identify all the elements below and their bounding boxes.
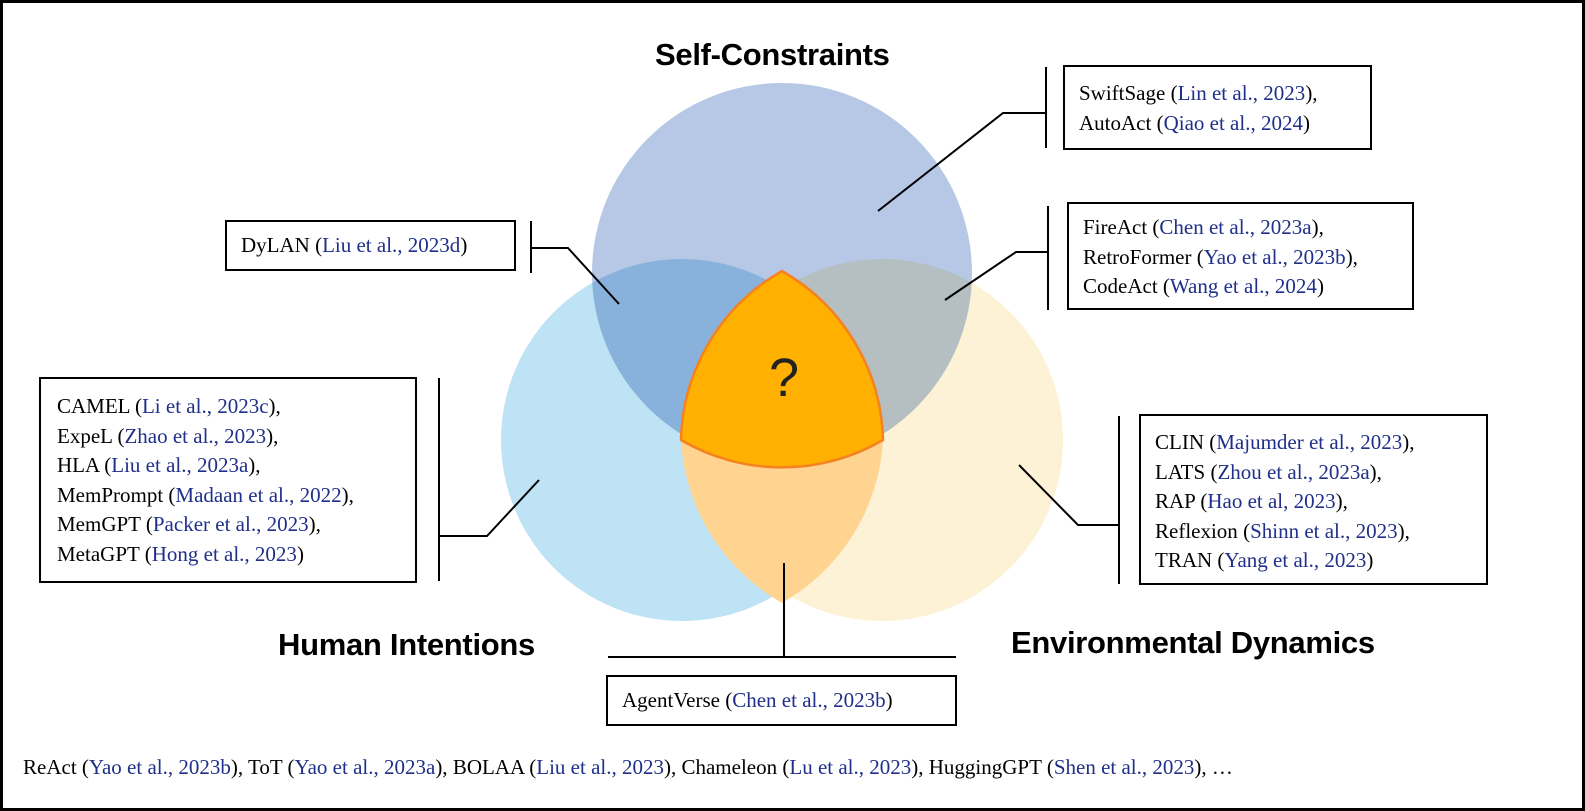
method-name: RetroFormer (1083, 244, 1192, 269)
connector-dylan (531, 247, 620, 305)
reference-entry: MetaGPT (Hong et al., 2023) (57, 541, 304, 566)
reference-entry: HuggingGPT (Shen et al., 2023), (928, 755, 1212, 779)
citation-link: Yao et al., 2023b (1203, 244, 1346, 269)
method-name: HuggingGPT (928, 755, 1042, 779)
reference-entry: FireAct (Chen et al., 2023a), (1083, 215, 1324, 239)
reference-entry: TRAN (Yang et al., 2023) (1155, 548, 1374, 572)
citation-link: Lin et al., 2023 (1177, 81, 1306, 105)
human-env-overlap-region (681, 440, 883, 603)
citation-link: Liu et al., 2023a (111, 453, 249, 477)
citation-link: Zhao et al., 2023 (124, 423, 267, 448)
footer-ellipsis: … (1211, 755, 1233, 779)
reference-entry: ExpeL (Zhao et al., 2023), (57, 423, 279, 448)
reference-entry: LATS (Zhou et al., 2023a), (1155, 459, 1382, 484)
refbox-dylan: DyLAN (Liu et al., 2023d) (225, 220, 516, 271)
citation-link: Madaan et al., 2022 (175, 482, 342, 507)
citation-link: Yao et al., 2023a (294, 755, 436, 779)
method-name: BOLAA (452, 755, 524, 779)
refbox-agentverse: AgentVerse (Chen et al., 2023b) (606, 675, 957, 726)
method-name: AutoAct (1079, 110, 1152, 135)
reference-entry: CLIN (Majumder et al., 2023), (1155, 430, 1415, 454)
reference-entry: AutoAct (Qiao et al., 2024) (1079, 110, 1310, 135)
heading-self-constraints: Self-Constraints (655, 37, 890, 72)
citation-link: Zhou et al., 2023a (1217, 459, 1370, 484)
method-name: MemGPT (57, 512, 141, 536)
heading-environmental-dynamics: Environmental Dynamics (1011, 625, 1375, 660)
method-name: ExpeL (57, 423, 113, 448)
connector-clin (1018, 464, 1119, 526)
method-name: DyLAN (241, 233, 310, 257)
refbox-swiftsage: SwiftSage (Lin et al., 2023), AutoAct (Qi… (1063, 65, 1372, 150)
reference-entry: SwiftSage (Lin et al., 2023), (1079, 81, 1318, 105)
citation-link: Lu et al., 2023 (789, 755, 912, 779)
citation-link: Hong et al., 2023 (151, 541, 297, 566)
reference-entry: HLA (Liu et al., 2023a), (57, 453, 261, 477)
reference-entry: DyLAN (Liu et al., 2023d) (241, 233, 468, 257)
reference-entry: MemPrompt (Madaan et al., 2022), (57, 482, 354, 507)
reference-entry: CAMEL (Li et al., 2023c), (57, 394, 281, 418)
citation-link: Hao et al, 2023 (1207, 489, 1336, 513)
venn-diagram (438, 67, 1120, 658)
method-name: ReAct (23, 755, 77, 779)
method-name: CodeAct (1083, 274, 1158, 298)
reference-entry: RAP (Hao et al, 2023), (1155, 489, 1348, 513)
center-intersection-region (679, 269, 885, 469)
refbox-camel: CAMEL (Li et al., 2023c), ExpeL (Zhao et … (39, 377, 417, 583)
center-question-mark: ? (768, 348, 800, 408)
method-name: HLA (57, 453, 99, 477)
citation-link: Qiao et al., 2024 (1163, 110, 1303, 135)
method-name: MetaGPT (57, 541, 140, 566)
method-name: FireAct (1083, 215, 1148, 239)
heading-human-intentions: Human Intentions (278, 627, 535, 662)
reference-entry: Chameleon (Lu et al., 2023), (681, 755, 929, 779)
refbox-clin: CLIN (Majumder et al., 2023), LATS (Zhou … (1139, 414, 1488, 585)
citation-link: Wang et al., 2024 (1169, 274, 1317, 298)
method-name: SwiftSage (1079, 81, 1166, 105)
method-name: CAMEL (57, 394, 130, 418)
method-name: CLIN (1155, 430, 1204, 454)
reference-entry: CodeAct (Wang et al., 2024) (1083, 274, 1324, 298)
citation-link: Yang et al., 2023 (1224, 548, 1367, 572)
citation-link: Chen et al., 2023b (732, 688, 886, 712)
method-name: RAP (1155, 489, 1196, 513)
citation-link: Liu et al., 2023d (322, 233, 461, 257)
method-name: Chameleon (681, 755, 778, 779)
refbox-fireact: FireAct (Chen et al., 2023a), RetroFormer… (1067, 202, 1414, 310)
reference-entry: RetroFormer (Yao et al., 2023b), (1083, 244, 1358, 269)
method-name: TRAN (1155, 548, 1213, 572)
method-name: LATS (1155, 459, 1206, 484)
method-name: MemPrompt (57, 482, 164, 507)
method-name: ToT (247, 755, 283, 779)
citation-link: Liu et al., 2023 (536, 755, 664, 779)
connector-camel (439, 479, 540, 537)
method-name: AgentVerse (622, 688, 720, 712)
citation-link: Chen et al., 2023a (1159, 215, 1312, 239)
citation-link: Packer et al., 2023 (152, 512, 309, 536)
footer-related-works: ReAct (Yao et al., 2023b), ToT (Yao et a… (23, 755, 1233, 780)
reference-entry: BOLAA (Liu et al., 2023), (452, 755, 682, 779)
reference-entry: AgentVerse (Chen et al., 2023b) (622, 688, 893, 712)
reference-entry: Reflexion (Shinn et al., 2023), (1155, 518, 1410, 543)
reference-entry: MemGPT (Packer et al., 2023), (57, 512, 321, 536)
citation-link: Shinn et al., 2023 (1250, 518, 1398, 543)
citation-link: Shen et al., 2023 (1053, 755, 1195, 779)
connector-swiftsage (877, 112, 1046, 212)
method-name: Reflexion (1155, 518, 1238, 543)
citation-link: Li et al., 2023c (141, 394, 269, 418)
connector-fireact (944, 251, 1048, 301)
reference-entry: ToT (Yao et al., 2023a), (247, 755, 453, 779)
citation-link: Yao et al., 2023b (88, 755, 231, 779)
reference-entry: ReAct (Yao et al., 2023b), (23, 755, 248, 779)
citation-link: Majumder et al., 2023 (1216, 430, 1403, 454)
